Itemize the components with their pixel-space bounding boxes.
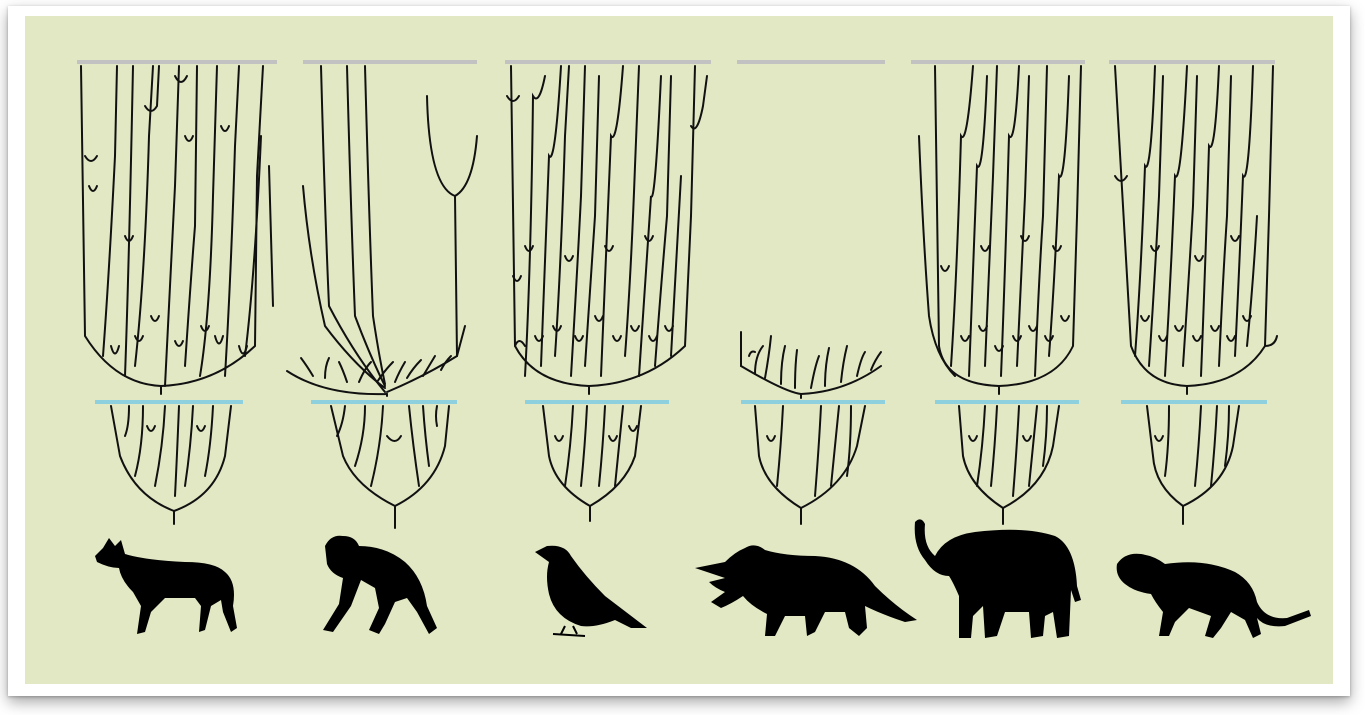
wolf-silhouette	[95, 538, 237, 634]
bird-silhouette	[535, 546, 647, 628]
lower-tree	[1147, 406, 1239, 524]
lower-tree	[111, 406, 231, 524]
diagram-panel	[25, 16, 1333, 684]
upper-tree	[81, 66, 273, 394]
tree-group-chimpanzee	[287, 62, 477, 634]
phylogeny-diagram	[25, 16, 1333, 684]
lower-tree	[755, 406, 865, 524]
tree-group-big-cat	[1109, 62, 1311, 638]
upper-tree	[1115, 66, 1277, 394]
bird-feet	[553, 626, 585, 636]
tree-group-wolf	[77, 62, 277, 634]
triceratops-silhouette	[695, 545, 917, 636]
upper-tree	[507, 66, 707, 394]
lower-tree	[331, 406, 449, 528]
tree-group-triceratops	[695, 62, 917, 636]
upper-tree	[919, 66, 1081, 394]
lower-tree	[543, 406, 641, 521]
lower-tree	[959, 406, 1059, 524]
big-cat-silhouette	[1117, 554, 1311, 638]
upper-tree	[741, 332, 881, 398]
image-frame	[8, 6, 1350, 696]
upper-tree	[287, 66, 477, 396]
tree-group-bird	[505, 62, 711, 636]
elephant-silhouette	[915, 519, 1081, 638]
chimpanzee-silhouette	[323, 536, 437, 634]
tree-group-elephant	[911, 62, 1085, 638]
